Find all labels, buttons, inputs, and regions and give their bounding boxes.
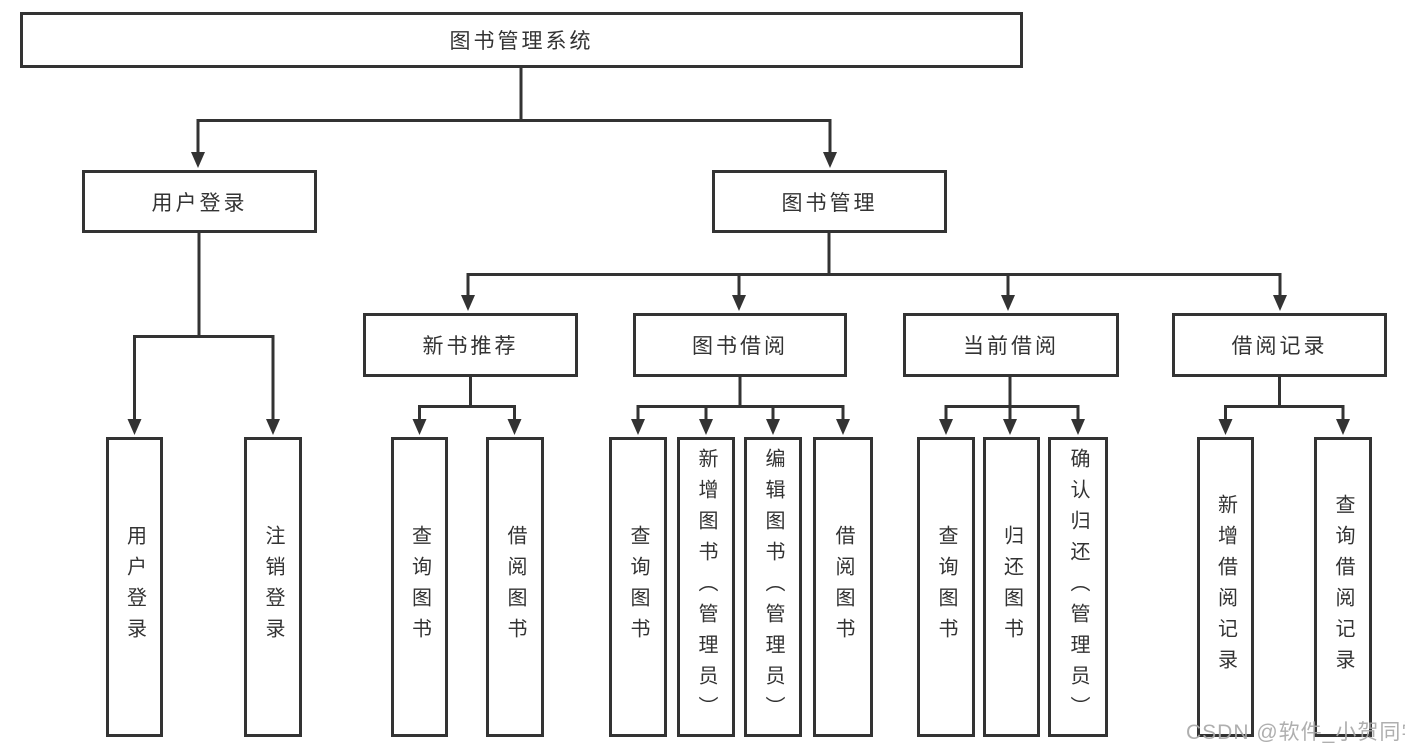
node-book-management: 图书管理: [712, 170, 947, 233]
node-label: 查询图书: [408, 525, 431, 649]
node-label: 用户登录: [151, 191, 248, 215]
node-label: 用户登录: [123, 525, 146, 649]
node-label: 图书借阅: [692, 335, 788, 358]
node-label: 当前借阅: [963, 335, 1059, 358]
node-confirm-return-admin: 确认归还（管理员）: [1048, 437, 1108, 737]
node-new-book-recommendation: 新书推荐: [363, 313, 578, 377]
node-book-borrowing: 图书借阅: [633, 313, 847, 377]
arrowhead-icons: [127, 152, 1350, 435]
node-add-borrow-record: 新增借阅记录: [1197, 437, 1254, 737]
node-user-login: 用户登录: [82, 170, 317, 233]
node-logout: 注销登录: [244, 437, 302, 737]
node-label: 图书管理系统: [449, 30, 594, 53]
node-borrow-books: 借阅图书: [813, 437, 873, 737]
watermark: CSDN @软件_小贺同学: [1186, 721, 1405, 744]
node-label: 借阅图书: [504, 525, 526, 649]
node-label: 图书管理: [781, 191, 878, 215]
node-label: 借阅图书: [832, 525, 854, 649]
node-borrowing-records: 借阅记录: [1172, 313, 1387, 377]
node-query-books-current: 查询图书: [917, 437, 975, 737]
node-add-books-admin: 新增图书（管理员）: [677, 437, 735, 737]
node-label: 新书推荐: [422, 335, 519, 358]
node-borrow-books-recommend: 借阅图书: [486, 437, 544, 737]
node-current-borrowing: 当前借阅: [903, 313, 1119, 377]
node-label: 查询借阅记录: [1332, 494, 1354, 680]
node-label: 新增借阅记录: [1214, 494, 1237, 680]
node-query-books-recommend: 查询图书: [391, 437, 448, 737]
node-label: 借阅记录: [1231, 335, 1328, 358]
node-edit-books-admin: 编辑图书（管理员）: [744, 437, 802, 737]
node-label: 查询图书: [627, 525, 649, 649]
node-label: 归还图书: [1000, 525, 1023, 649]
node-library-management-system: 图书管理系统: [20, 12, 1023, 68]
node-query-books-borrowing: 查询图书: [609, 437, 667, 737]
node-label: 查询图书: [935, 525, 957, 649]
node-label: 确认归还（管理员）: [1067, 447, 1089, 727]
node-label: 新增图书（管理员）: [695, 447, 717, 727]
node-user-login-leaf: 用户登录: [106, 437, 163, 737]
node-query-borrow-record: 查询借阅记录: [1314, 437, 1372, 737]
node-label: 注销登录: [262, 525, 284, 649]
node-return-books: 归还图书: [983, 437, 1040, 737]
node-label: 编辑图书（管理员）: [762, 447, 784, 727]
